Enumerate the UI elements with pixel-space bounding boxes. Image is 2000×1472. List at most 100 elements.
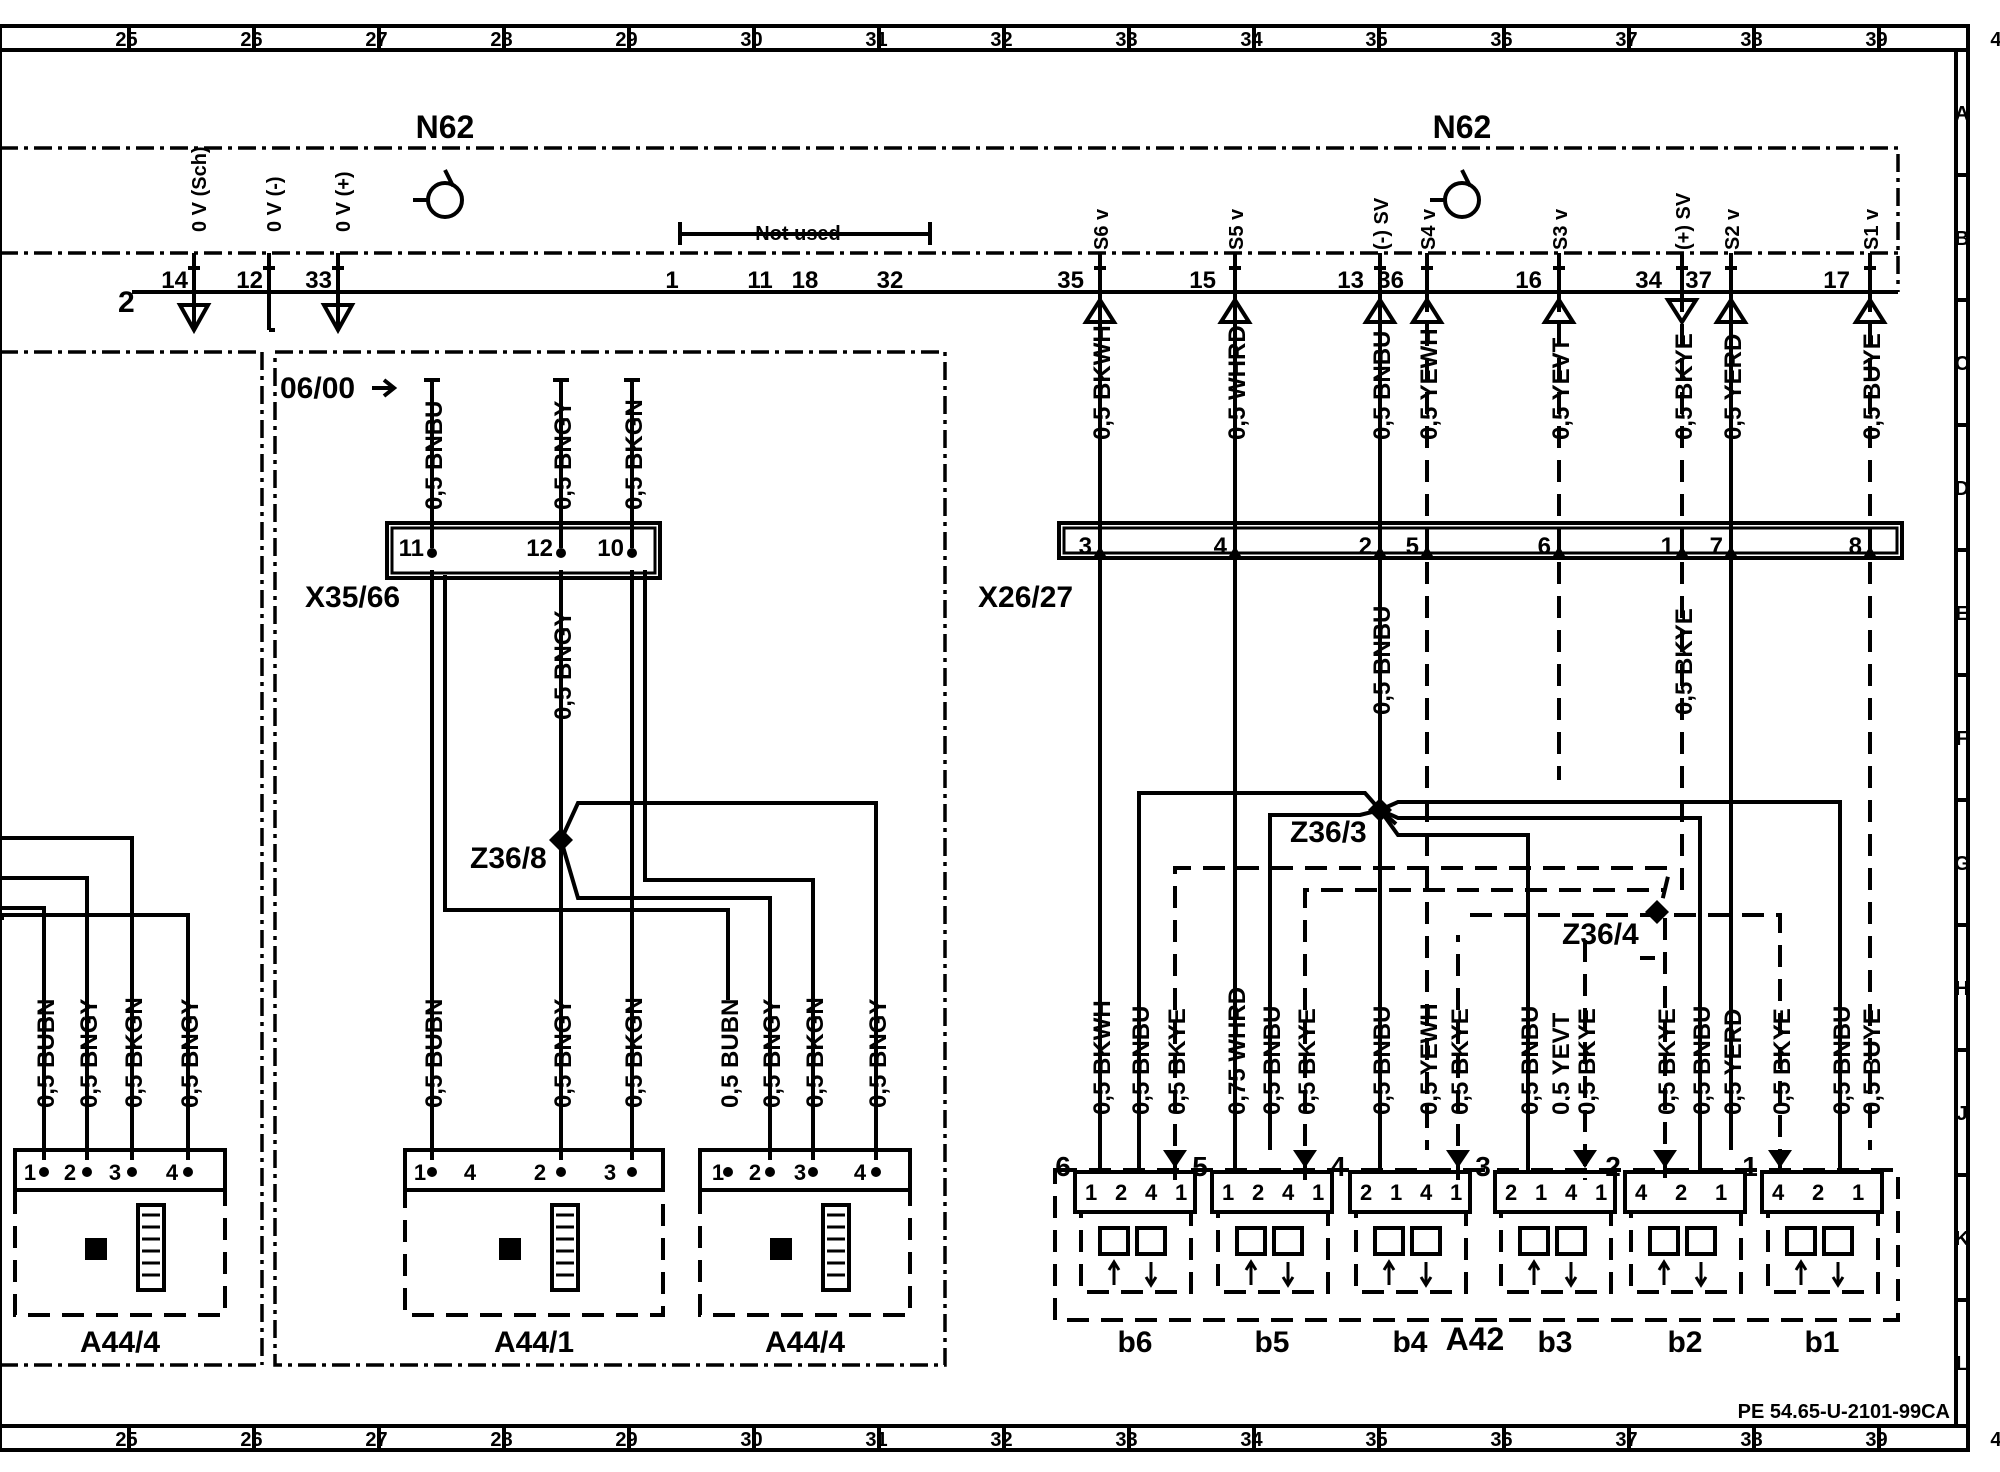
connector-pin: 8 bbox=[1849, 533, 1862, 560]
wire-label: 0,5 BKGN bbox=[121, 997, 148, 1108]
version-marker: 06/00 bbox=[280, 372, 355, 405]
pin-number: 32 bbox=[877, 267, 904, 294]
col-label: 35 bbox=[1365, 1429, 1387, 1451]
connector-pin: 10 bbox=[597, 535, 624, 562]
actuator-pin: 1 bbox=[1390, 1180, 1402, 1205]
actuator-coil-icon bbox=[1555, 1226, 1587, 1256]
sensor-chip-icon bbox=[85, 1238, 107, 1260]
pin-dot bbox=[871, 1167, 881, 1177]
sensor-pin: 1 bbox=[712, 1160, 724, 1185]
document-code: PE 54.65-U-2101-99CA bbox=[1738, 1401, 1950, 1423]
sensor-slot-icon bbox=[550, 1203, 580, 1292]
module-ref: 2 bbox=[118, 286, 135, 319]
sensor-pin: 4 bbox=[464, 1160, 477, 1185]
actuator-coil-icon bbox=[1098, 1226, 1130, 1256]
version-arrow-icon bbox=[372, 378, 398, 398]
actuator-arrow-icon bbox=[1831, 1262, 1845, 1288]
actuator-number: 4 bbox=[1330, 1151, 1346, 1182]
module-title-right: N62 bbox=[1433, 109, 1492, 145]
actuator-name: b5 bbox=[1254, 1326, 1289, 1359]
pin-number: 11 bbox=[747, 267, 772, 294]
wire-label: 0,5 BNBU bbox=[1259, 1006, 1286, 1115]
wire-label: 0,5 BNBU bbox=[1517, 1006, 1544, 1115]
wire-label: 0,5 BKGN bbox=[621, 399, 648, 510]
actuator-pin: 1 bbox=[1715, 1180, 1727, 1205]
pin-dot bbox=[183, 1167, 193, 1177]
connector-pin: 11 bbox=[399, 535, 424, 562]
actuator-pin: 2 bbox=[1505, 1180, 1517, 1205]
row-label: C bbox=[1955, 353, 1969, 375]
pin-dot bbox=[427, 1167, 437, 1177]
col-label: 37 bbox=[1615, 1429, 1637, 1451]
actuator-name: b1 bbox=[1804, 1326, 1839, 1359]
col-label: 29 bbox=[615, 1429, 637, 1451]
row-label: B bbox=[1955, 228, 1969, 250]
row-label: A bbox=[1955, 103, 1969, 125]
sensor-name: A44/4 bbox=[765, 1326, 845, 1359]
pin-number: 34 bbox=[1635, 267, 1662, 294]
col-label: 34 bbox=[1240, 1429, 1263, 1451]
sensor-connector bbox=[403, 1148, 665, 1192]
wire-label: 0,5 BKYE bbox=[1654, 1008, 1681, 1115]
wire-label: 0,5 BUYE bbox=[1859, 1008, 1886, 1115]
sensor-chip-icon bbox=[770, 1238, 792, 1260]
col-label: 31 bbox=[865, 29, 887, 51]
wire-label: 0,5 BNBU bbox=[1369, 606, 1396, 715]
signal-arrow-up-icon bbox=[1852, 296, 1888, 324]
pin-function: S3 v bbox=[1550, 208, 1572, 250]
actuator-arrow-icon bbox=[1694, 1262, 1708, 1288]
col-label: 26 bbox=[240, 1429, 262, 1451]
splice-label: Z36/4 bbox=[1562, 918, 1639, 951]
actuator-arrow-icon bbox=[1527, 1259, 1541, 1285]
frame: 2525262627272828292930303131323233333434… bbox=[0, 24, 2000, 1452]
label-bg bbox=[1544, 1005, 1574, 1125]
actuator-coil-icon bbox=[1272, 1226, 1304, 1256]
col-label: 30 bbox=[740, 1429, 762, 1451]
actuator-body bbox=[1629, 1210, 1743, 1294]
wire-label: 0,5 BKWH bbox=[1089, 325, 1116, 440]
col-label: 28 bbox=[490, 1429, 512, 1451]
wire-label: 0,5 BKYE bbox=[1574, 1008, 1601, 1115]
module-title-left: N62 bbox=[416, 109, 475, 145]
pin-number: 36 bbox=[1377, 267, 1404, 294]
actuator-pin: 2 bbox=[1360, 1180, 1372, 1205]
col-label: 25 bbox=[115, 1429, 137, 1451]
wire-label: 0,5 BUBN bbox=[33, 999, 60, 1108]
actuator-pin: 4 bbox=[1565, 1180, 1578, 1205]
pin-number: 12 bbox=[236, 267, 263, 294]
pin-function: S6 v bbox=[1091, 208, 1113, 250]
pin-number: 1 bbox=[665, 267, 678, 294]
col-label: 35 bbox=[1365, 29, 1387, 51]
splice-label: Z36/8 bbox=[470, 842, 547, 875]
actuator-pin: 1 bbox=[1312, 1180, 1324, 1205]
actuator-number: 5 bbox=[1192, 1151, 1208, 1182]
actuator-pin: 4 bbox=[1772, 1180, 1785, 1205]
actuator-coil-icon bbox=[1518, 1226, 1550, 1256]
sensor-body bbox=[698, 1188, 912, 1317]
sensor-name: A44/4 bbox=[80, 1326, 160, 1359]
pin-number: 14 bbox=[161, 267, 188, 294]
wire-label: 0,5 BUBN bbox=[421, 999, 448, 1108]
col-label: 27 bbox=[365, 1429, 387, 1451]
actuator-name: b2 bbox=[1667, 1326, 1702, 1359]
row-label: D bbox=[1955, 478, 1969, 500]
actuator-pin: 2 bbox=[1675, 1180, 1687, 1205]
row-label: E bbox=[1955, 603, 1968, 625]
pin-function: (+) SV bbox=[1673, 192, 1695, 250]
pin-dot bbox=[808, 1167, 818, 1177]
wire-label: 0,5 BNGY bbox=[759, 999, 786, 1108]
wire-label: 0,5 BNBU bbox=[1689, 1006, 1716, 1115]
col-label: 39 bbox=[1865, 1429, 1887, 1451]
wire-label: 0,5 BKGN bbox=[621, 997, 648, 1108]
actuator-arrow-icon bbox=[1657, 1259, 1671, 1285]
col-label: 33 bbox=[1115, 1429, 1137, 1451]
wire-label: 0,5 BNBU bbox=[1128, 1006, 1155, 1115]
actuator-name: b4 bbox=[1392, 1326, 1427, 1359]
wire-label: 0,5 BUBN bbox=[717, 999, 744, 1108]
connector-pin: 4 bbox=[1214, 533, 1228, 560]
connector-pin: 2 bbox=[1359, 533, 1372, 560]
actuator-arrow-icon bbox=[1244, 1259, 1258, 1285]
connector-pin: 7 bbox=[1710, 533, 1723, 560]
wire-label: 0,75 WHRD bbox=[1224, 987, 1251, 1115]
